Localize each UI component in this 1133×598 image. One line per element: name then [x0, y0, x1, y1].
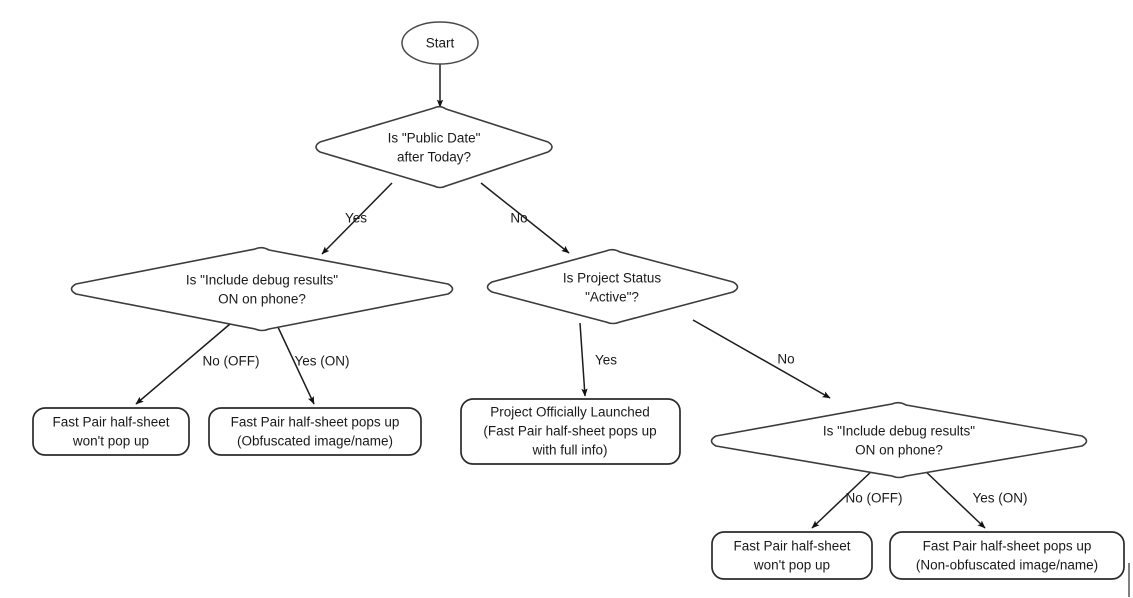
- node-debug-left[interactable]: Is "Include debug results" ON on phone?: [70, 246, 454, 332]
- node-non-obfuscated-popup[interactable]: Fast Pair half-sheet pops up (Non-obfusc…: [889, 531, 1125, 580]
- obfuscated-popup-box: [208, 407, 422, 456]
- no-popup-left-line-1: Fast Pair half-sheet: [52, 415, 169, 430]
- node-project-status[interactable]: Is Project Status "Active"?: [486, 248, 739, 325]
- officially-launched-box: [460, 398, 681, 465]
- node-no-popup-left[interactable]: Fast Pair half-sheet won't pop up: [32, 407, 190, 456]
- edge-label-debug-right-yes: Yes (ON): [972, 491, 1027, 506]
- node-obfuscated-popup[interactable]: Fast Pair half-sheet pops up (Obfuscated…: [208, 407, 422, 456]
- edge-public-date-no: [480, 182, 570, 254]
- project-status-line-2: "Active"?: [585, 290, 639, 305]
- obfuscated-popup-line-2: (Obfuscated image/name): [237, 434, 393, 449]
- non-obfuscated-popup-line-2: (Non-obfuscated image/name): [916, 558, 1098, 573]
- edge-label-debug-left-yes: Yes (ON): [294, 354, 349, 369]
- node-no-popup-right[interactable]: Fast Pair half-sheet won't pop up: [711, 531, 873, 580]
- non-obfuscated-popup-box: [889, 531, 1125, 580]
- edge-label-project-status-yes: Yes: [595, 353, 617, 368]
- edge-debug-left-no: [135, 323, 231, 405]
- node-officially-launched[interactable]: Project Officially Launched (Fast Pair h…: [460, 398, 681, 465]
- debug-right-diamond: [710, 401, 1088, 479]
- non-obfuscated-popup-line-1: Fast Pair half-sheet pops up: [923, 539, 1092, 554]
- edge-label-project-status-no: No: [777, 352, 794, 367]
- no-popup-left-line-2: won't pop up: [72, 434, 149, 449]
- no-popup-left-box: [32, 407, 190, 456]
- debug-right-line-1: Is "Include debug results": [823, 424, 975, 439]
- project-status-diamond: [486, 248, 739, 325]
- officially-launched-line-2: (Fast Pair half-sheet pops up: [483, 424, 656, 439]
- no-popup-right-line-1: Fast Pair half-sheet: [733, 539, 850, 554]
- debug-left-line-1: Is "Include debug results": [186, 273, 338, 288]
- start-label: Start: [426, 36, 455, 51]
- edge-label-debug-right-no: No (OFF): [846, 491, 903, 506]
- edge-debug-right-yes: [921, 467, 986, 529]
- start-oval: [401, 21, 479, 65]
- no-popup-right-box: [711, 531, 873, 580]
- obfuscated-popup-line-1: Fast Pair half-sheet pops up: [231, 415, 400, 430]
- edge-label-public-date-no: No: [510, 211, 527, 226]
- node-public-date[interactable]: Is "Public Date" after Today?: [315, 105, 553, 189]
- public-date-line-2: after Today?: [397, 150, 471, 165]
- edge-public-date-yes: [321, 182, 393, 255]
- debug-right-line-2: ON on phone?: [855, 443, 943, 458]
- node-debug-right[interactable]: Is "Include debug results" ON on phone?: [710, 401, 1088, 479]
- public-date-diamond: [315, 105, 553, 189]
- debug-left-diamond: [70, 246, 454, 332]
- public-date-line-1: Is "Public Date": [388, 131, 481, 146]
- no-popup-right-line-2: won't pop up: [753, 558, 830, 573]
- edge-debug-right-no: [811, 467, 876, 529]
- edge-label-public-date-yes: Yes: [345, 211, 367, 226]
- officially-launched-line-3: with full info): [531, 443, 607, 458]
- node-start[interactable]: Start: [401, 21, 479, 65]
- edge-project-status-yes: [579, 322, 588, 397]
- edge-project-status-no: [692, 319, 831, 399]
- edge-label-debug-left-no: No (OFF): [203, 354, 260, 369]
- officially-launched-line-1: Project Officially Launched: [490, 405, 650, 420]
- project-status-line-1: Is Project Status: [563, 271, 662, 286]
- edges-layer: Yes No No (OFF) Yes (ON) Yes No No (OFF)…: [135, 64, 1028, 529]
- debug-left-line-2: ON on phone?: [218, 292, 306, 307]
- edge-debug-left-yes: [276, 324, 315, 405]
